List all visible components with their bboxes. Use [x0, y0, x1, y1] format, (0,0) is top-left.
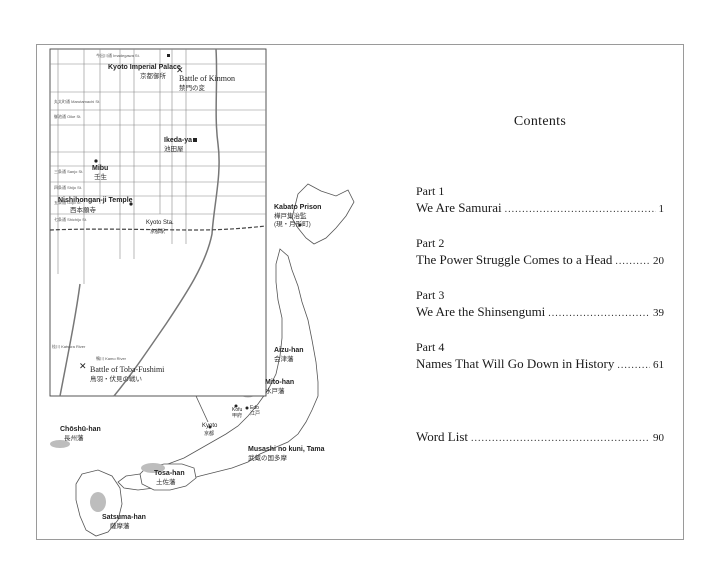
kyoto-label: Kyoto — [202, 423, 218, 429]
choshu-jp-label: 長州藩 — [64, 435, 84, 442]
page-number: 90 — [653, 432, 664, 444]
part-label: Part 2 — [416, 236, 445, 250]
choshu-label: Chōshū-han — [60, 426, 101, 433]
kofu-marker — [234, 404, 238, 408]
kyoto-station-label: Kyoto Sta. — [146, 220, 174, 226]
page-number: 1 — [658, 203, 665, 215]
tosa-shade — [141, 463, 165, 473]
mibu-label: Mibu — [92, 165, 109, 172]
part-label: Part 3 — [416, 288, 445, 302]
street-label: 三条通 Sanjo St. — [54, 169, 84, 174]
honshu-island — [117, 248, 319, 491]
dot-leader — [617, 357, 650, 375]
street-label: 丸太町通 Marutamachi St. — [54, 99, 101, 104]
table-of-contents: Part 1 We Are Samurai 1 Part 2 The Power… — [416, 184, 664, 392]
dot-leader — [471, 430, 650, 448]
part-label: Part 4 — [416, 340, 445, 354]
kamo-river — [113, 48, 220, 397]
kyoto-inset-frame — [49, 48, 267, 397]
satsuma-shade — [90, 492, 106, 512]
kinmon-battle-icon: ✕ — [176, 66, 184, 76]
ikedaya-label: Ikeda-ya — [164, 137, 193, 144]
kabato-label: Kabato Prison — [274, 204, 322, 211]
kinmon-jp-label: 禁門の変 — [179, 85, 205, 92]
mibu-jp-label: 壬生 — [94, 174, 107, 181]
kabato-marker — [298, 223, 302, 227]
edo-label: Edo — [250, 405, 259, 411]
page-number: 20 — [653, 255, 664, 267]
part-label: Part 1 — [416, 184, 445, 198]
dot-leader — [548, 305, 650, 323]
nishihonganji-label: Nishihongan-ji Temple — [58, 197, 133, 204]
edo-marker — [245, 406, 249, 410]
inset-pointer — [195, 395, 209, 423]
choshu-shade — [50, 440, 70, 448]
chapter-title: The Power Struggle Comes to a Head — [416, 252, 613, 267]
aizu-jp-label: 会津藩 — [274, 356, 294, 363]
nishihonganji-jp-label: 西本願寺 — [70, 207, 96, 214]
toc-entry-part-4[interactable]: Part 4 Names That Will Go Down in Histor… — [416, 340, 664, 375]
toc-line: We Are Samurai 1 — [416, 199, 664, 219]
musashi-label: Musashi no kuni, Tama — [248, 446, 325, 453]
toba-fushimi-label: Battle of Toba-Fushimi — [90, 365, 165, 374]
page-border — [36, 44, 684, 540]
ikedaya-marker — [193, 138, 197, 142]
mito-jp-label: 水戸藩 — [265, 388, 285, 395]
nishihonganji-marker — [129, 202, 133, 206]
tosa-jp-label: 土佐藩 — [156, 479, 176, 486]
dot-leader — [615, 253, 650, 271]
katsura-river — [59, 283, 81, 397]
kyoto-station-jp-label: 京都駅 — [150, 229, 166, 235]
river-label: 桂川 Katsura River — [52, 344, 86, 349]
toc-line: We Are the Shinsengumi 39 — [416, 303, 664, 323]
ikedaya-jp-label: 池田屋 — [164, 146, 184, 153]
chapter-title: Names That Will Go Down in History — [416, 356, 615, 371]
page-number: 61 — [653, 359, 664, 371]
chapter-title: We Are the Shinsengumi — [416, 304, 546, 319]
kyoto-marker — [208, 425, 212, 429]
toc-line: Names That Will Go Down in History 61 — [416, 355, 664, 375]
street-label: 御池通 Oike St. — [54, 114, 82, 119]
satsuma-jp-label: 薩摩藩 — [110, 523, 130, 530]
chapter-title: We Are Samurai — [416, 200, 502, 215]
inset-street-grid — [50, 49, 266, 284]
kinmon-label: Battle of Kinmon — [179, 74, 235, 83]
toba-fushimi-battle-icon: ✕ — [79, 362, 87, 372]
toc-line: Word List 90 — [416, 428, 664, 448]
street-label: 五条通 Gojo St. — [54, 200, 82, 205]
imperial-palace-label: Kyoto Imperial Palace — [108, 64, 181, 71]
satsuma-label: Satsuma-han — [102, 514, 146, 521]
river-label: 鴨川 Kamo River — [96, 356, 127, 361]
kyoto-jp-label: 京都 — [204, 431, 215, 437]
toc-entry-part-3[interactable]: Part 3 We Are the Shinsengumi 39 — [416, 288, 664, 323]
imperial-palace-jp-label: 京都御所 — [140, 73, 166, 80]
map-of-japan: ✕ ✕ 今出川通 Imadegawa St. 丸太町通 Marutamachi … — [36, 44, 366, 540]
street-label: 七条通 Shichijo St. — [54, 217, 88, 222]
edo-jp-label: 江戸 — [250, 411, 261, 417]
kabato-jp-label: 樺戸集治監 — [274, 213, 307, 220]
kofu-label: Kofu — [232, 407, 243, 413]
street-label: 四条通 Shijo St. — [54, 185, 83, 190]
hokkaido-island — [291, 183, 355, 245]
aizu-label: Aizu-han — [274, 347, 304, 354]
street-label: 今出川通 Imadegawa St. — [96, 53, 140, 58]
dot-leader — [505, 201, 656, 219]
railway-line — [49, 225, 267, 231]
mito-label: Mito-han — [265, 379, 295, 386]
toc-entry-part-1[interactable]: Part 1 We Are Samurai 1 — [416, 184, 664, 219]
tosa-label: Tosa-han — [154, 470, 185, 477]
page-number: 39 — [653, 307, 664, 319]
kabato-note-label: (現・月形町) — [274, 221, 311, 228]
word-list-title: Word List — [416, 429, 469, 444]
musashi-jp-label: 武蔵の国多摩 — [248, 455, 287, 462]
toc-entry-word-list[interactable]: Word List 90 — [416, 428, 664, 448]
kofu-jp-label: 甲府 — [232, 413, 243, 419]
imperial-palace-marker — [167, 54, 170, 57]
toc-entry-part-2[interactable]: Part 2 The Power Struggle Comes to a Hea… — [416, 236, 664, 271]
toba-fushimi-jp-label: 鳥羽・伏見の戦い — [90, 376, 142, 383]
map-drawing: ✕ ✕ — [49, 48, 355, 537]
toc-line: The Power Struggle Comes to a Head 20 — [416, 251, 664, 271]
contents-heading: Contents — [513, 114, 567, 129]
mibu-marker — [94, 159, 98, 163]
